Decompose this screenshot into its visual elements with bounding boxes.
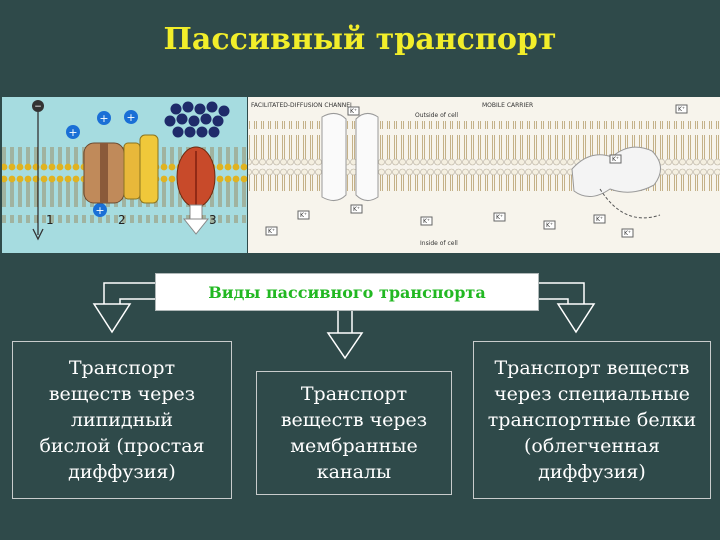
ion-k-5: K⁺ <box>496 214 503 221</box>
ion-k-8: K⁺ <box>624 230 631 237</box>
ion-k-3: K⁺ <box>268 228 275 235</box>
ion-k-2: K⁺ <box>300 212 307 219</box>
svg-text:+: + <box>95 204 104 217</box>
slide-title: Пассивный транспорт <box>163 22 557 57</box>
membrane-channels-transport-text: Транспорт веществ через мембранные канал… <box>280 383 428 483</box>
ion-k-6: K⁺ <box>546 222 553 229</box>
lipid-bilayer-transport-box: Транспорт веществ через липидный бислой … <box>12 341 232 499</box>
carrier-label: MOBILE CARRIER <box>482 102 533 109</box>
passive-transport-types-caption: Виды пассивного транспорта <box>155 273 539 311</box>
ion-k-7: K⁺ <box>596 216 603 223</box>
label-2: 2 <box>118 213 126 227</box>
channel-carrier-panel: FACILITATED-DIFFUSION CHANNEL MOBILE CAR… <box>248 97 720 253</box>
svg-text:+: + <box>68 126 77 139</box>
ion-k-9: K⁺ <box>350 108 357 115</box>
label-1: 1 <box>46 213 54 227</box>
membrane-transport-illustration: − + + + + 1 2 3 FACILITATED-DIFFUSION <box>2 97 720 253</box>
lipid-bilayer-transport-text: Транспорт веществ через липидный бислой … <box>39 357 205 483</box>
channel-label: FACILITATED-DIFFUSION CHANNEL <box>251 102 354 109</box>
ion-k-10: K⁺ <box>678 106 685 113</box>
ion-k-4: K⁺ <box>423 218 430 225</box>
outside-label: Outside of cell <box>415 112 458 119</box>
simple-diffusion-panel: − + + + + 1 2 3 <box>2 97 247 253</box>
svg-text:+: + <box>99 112 108 125</box>
membrane-channels-transport-box: Транспорт веществ через мембранные канал… <box>256 371 452 495</box>
carrier-proteins-transport-text: Транспорт веществ через специальные тран… <box>487 357 697 483</box>
ion-k-11: K⁺ <box>612 156 619 163</box>
svg-text:+: + <box>126 111 135 124</box>
carrier-proteins-transport-box: Транспорт веществ через специальные тран… <box>473 341 711 499</box>
inside-label: Inside of cell <box>420 240 458 247</box>
label-3: 3 <box>209 213 217 227</box>
caption-text: Виды пассивного транспорта <box>208 282 486 302</box>
ion-k-1: K⁺ <box>353 206 360 213</box>
svg-text:−: − <box>34 102 42 112</box>
